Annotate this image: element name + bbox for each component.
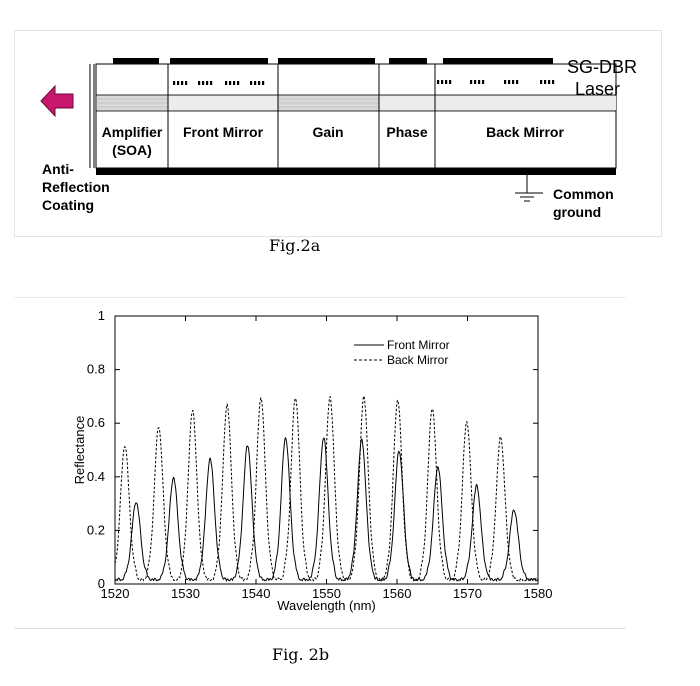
x-tick-label: 1580: [524, 586, 553, 601]
legend-label-back-mirror: Back Mirror: [387, 353, 448, 367]
fig2b-caption: Fig. 2b: [272, 645, 330, 664]
section-label-amplifier: Amplifier: [102, 124, 163, 140]
y-tick-label: 0.4: [87, 469, 105, 484]
ground-icon: [515, 175, 543, 202]
ground-label-1: Common: [553, 186, 614, 202]
plot-frame: [114, 315, 539, 585]
legend-label-front-mirror: Front Mirror: [387, 338, 450, 352]
output-arrow-icon: [40, 84, 74, 118]
x-tick-label: 1560: [383, 586, 412, 601]
section-dividers: [167, 64, 436, 168]
y-tick-label: 0.2: [87, 522, 105, 537]
ground-label-2: ground: [553, 204, 601, 220]
section-label-soa: (SOA): [112, 142, 152, 158]
x-tick-label: 1540: [242, 586, 271, 601]
x-tick-label: 1520: [101, 586, 130, 601]
y-tick-label: 0: [98, 576, 105, 591]
back-mirror-passive: [435, 96, 616, 110]
laser-body: [95, 63, 617, 169]
y-tick-label: 1: [98, 308, 105, 323]
y-tick-label: 0.6: [87, 415, 105, 430]
coating-label-3: Coating: [42, 197, 94, 213]
top-contacts: [113, 58, 553, 64]
fig2a-diagram-panel: Amplifier (SOA) Front Mirror Gain Phase …: [14, 30, 662, 237]
front-mirror-passive: [168, 96, 278, 110]
y-axis-label: Reflectance: [72, 416, 87, 485]
section-label-back-mirror: Back Mirror: [486, 124, 564, 140]
y-tick-label: 0.8: [87, 362, 105, 377]
series-back-mirror-line: [114, 395, 539, 583]
laser-type-label-2: Laser: [575, 79, 620, 99]
section-label-gain: Gain: [312, 124, 343, 140]
legend: Front Mirror Back Mirror: [354, 338, 450, 367]
bottom-contact: [96, 168, 616, 175]
x-tick-label: 1570: [453, 586, 482, 601]
section-label-front-mirror: Front Mirror: [183, 124, 264, 140]
series-front-mirror-line: [114, 437, 539, 583]
back-grating: [437, 80, 555, 84]
laser-type-label: SG-DBR: [567, 57, 637, 77]
coating-label-1: Anti-: [42, 161, 74, 177]
reflectance-chart: 1520 1530 1540 1550 1560 1570 1580 0 0.2 0.4 0.6 0.…: [72, 308, 553, 613]
section-label-phase: Phase: [386, 124, 427, 140]
front-grating: [173, 81, 265, 85]
x-tick-label: 1530: [171, 586, 200, 601]
fig2a-caption: Fig.2a: [269, 236, 321, 255]
x-tick-label: 1550: [312, 586, 341, 601]
fig2b-chart-panel: 1520 1530 1540 1550 1560 1570 1580 0 0.2 0.4 0.6 0.…: [14, 297, 626, 629]
phase-passive: [379, 96, 435, 110]
coating-label-2: Reflection: [42, 179, 110, 195]
laser-schematic: Amplifier (SOA) Front Mirror Gain Phase …: [40, 57, 637, 220]
x-axis-label: Wavelength (nm): [277, 598, 376, 613]
